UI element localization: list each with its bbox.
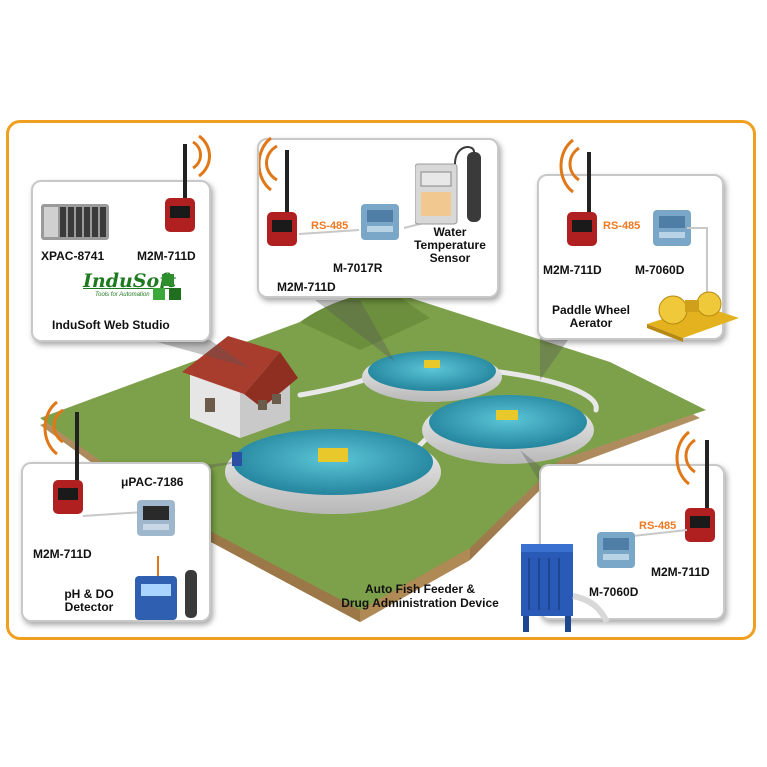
modem-label: M2M-711D xyxy=(543,263,602,277)
modem-label: M2M-711D xyxy=(277,280,336,294)
modem-label: M2M-711D xyxy=(33,547,92,561)
fish-feeder-icon xyxy=(521,544,610,632)
pond-back xyxy=(362,351,502,402)
m2m-modem-icon xyxy=(43,400,83,514)
paddle-wheel-aerator-icon xyxy=(647,291,739,342)
module-label: M-7060D xyxy=(589,585,639,599)
io-module-icon xyxy=(361,204,399,240)
rs485-label: RS-485 xyxy=(603,220,641,232)
xpac-label: XPAC-8741 xyxy=(41,249,105,263)
m2m-modem-icon xyxy=(259,136,297,246)
indusoft-logo-tagline: Tools for Automation xyxy=(95,292,150,298)
m2m-modem-icon xyxy=(675,430,715,542)
modem-label: M2M-711D xyxy=(651,565,710,579)
rs485-link xyxy=(83,511,143,517)
pond-front xyxy=(225,429,441,514)
rs485-label: RS-485 xyxy=(639,520,677,532)
pond-right xyxy=(422,395,594,464)
feeder-caption: Auto Fish Feeder & Drug Administration D… xyxy=(341,582,499,610)
module-label: M-7017R xyxy=(333,261,383,275)
m2m-modem-icon xyxy=(165,134,211,232)
panel-water-temperature: RS-485 M2M-711D M-7017R Water Temperatur… xyxy=(257,136,499,298)
controller-label: μPAC-7186 xyxy=(121,475,184,489)
io-module-icon xyxy=(653,210,691,246)
panel-control-center: XPAC-8741 M2M-711D InduSoft Tools for Au… xyxy=(31,134,211,342)
indusoft-logo: InduSoft xyxy=(83,270,177,292)
module-label: M-7060D xyxy=(635,263,685,277)
software-label: InduSoft Web Studio xyxy=(52,318,170,332)
upac-controller-icon xyxy=(137,500,175,536)
panel-water-quality: μPAC-7186 M2M-711D pH & DO Detector xyxy=(21,400,211,622)
water-temperature-sensor-icon xyxy=(415,146,481,225)
rs485-label: RS-485 xyxy=(311,220,349,232)
aerator-label: Paddle Wheel Aerator xyxy=(551,303,631,330)
io-module-icon xyxy=(597,532,635,568)
module-to-aerator-link xyxy=(687,227,708,296)
sensor-label: Water Temperature Sensor xyxy=(414,225,486,265)
xpac-controller-icon xyxy=(41,204,109,240)
ph-do-detector-icon xyxy=(135,556,197,620)
modem-label: M2M-711D xyxy=(137,249,196,263)
detector-label: pH & DO Detector xyxy=(64,587,114,614)
farm-house xyxy=(182,336,298,438)
indusoft-cubes-icon xyxy=(153,274,181,300)
m2m-modem-icon xyxy=(559,138,597,246)
panel-aerator: RS-485 M2M-711D M-7060D Paddle Wheel Aer… xyxy=(537,138,739,342)
